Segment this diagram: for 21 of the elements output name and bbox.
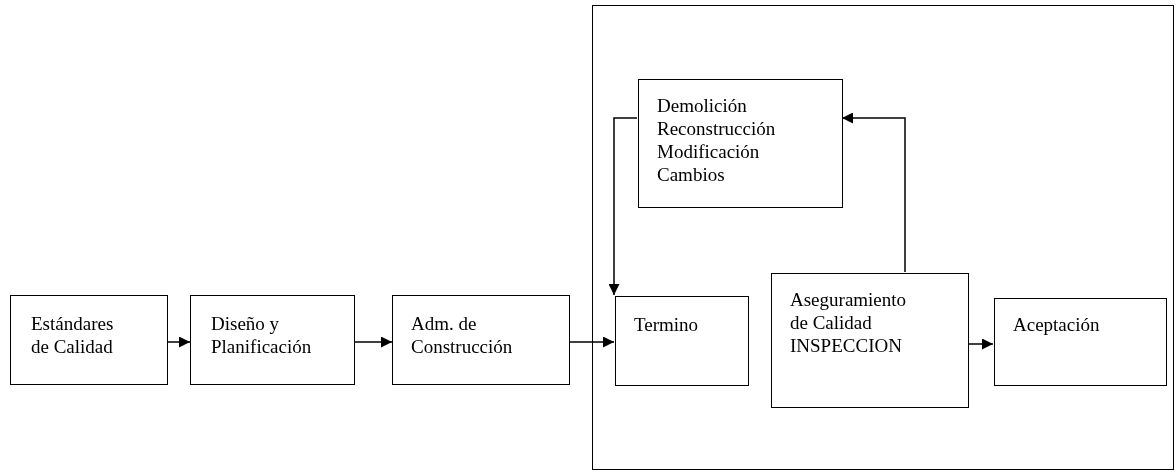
- process-box: [10, 295, 168, 385]
- arrow: [841, 112, 906, 273]
- process-box: [771, 273, 969, 408]
- box-label: Diseño y Planificación: [211, 312, 313, 358]
- box-label: Adm. de Construcción: [411, 312, 514, 358]
- arrow: [608, 117, 638, 296]
- box-label: Aseguramiento de Calidad INSPECCION: [790, 288, 908, 357]
- arrow: [967, 338, 994, 350]
- box-label: Termino: [634, 313, 700, 336]
- process-box: [190, 295, 355, 385]
- process-box: [615, 296, 749, 386]
- group-frame: [592, 5, 1174, 470]
- arrow: [569, 336, 615, 348]
- box-label: Aceptación: [1013, 313, 1101, 336]
- box-label: Estándares de Calidad: [31, 312, 115, 358]
- box-label: Demolición Reconstrucción Modificación Cambios: [657, 94, 777, 186]
- arrow: [167, 336, 191, 348]
- process-box: [392, 295, 570, 385]
- process-box: [994, 298, 1167, 386]
- process-box: [638, 79, 843, 208]
- arrow: [354, 336, 393, 348]
